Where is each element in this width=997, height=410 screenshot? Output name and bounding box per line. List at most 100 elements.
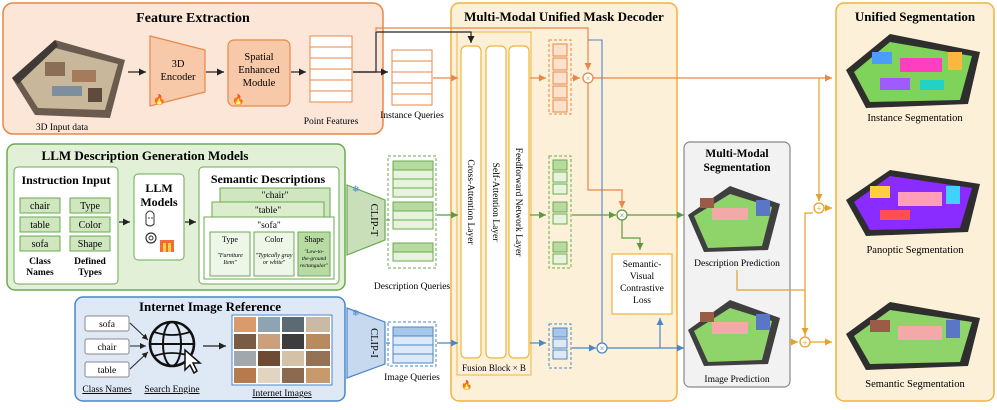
defined-types-caption-1: Defined	[74, 257, 106, 267]
instance-segmentation-label: Instance Segmentation	[867, 113, 963, 124]
contrastive-loss-2: Visual	[630, 272, 655, 282]
clip-t-label: CLIP-T	[368, 204, 379, 237]
class-names-caption-1: Class	[29, 257, 51, 267]
search-engine-caption: Search Engine	[144, 385, 199, 395]
type-chip-shape: Shape	[78, 239, 103, 250]
svg-text:×: ×	[619, 211, 624, 221]
feature-extraction-title: Feature Extraction	[136, 11, 250, 26]
description-queries-label: Description Queries	[374, 282, 451, 292]
sofa-color-head: Color	[265, 235, 284, 244]
sem-label-1: Spatial	[244, 52, 273, 63]
3d-encoder-block	[149, 35, 206, 107]
ffn-layer	[508, 45, 530, 359]
internet-image-panel: Internet Image Reference sofa chair tabl…	[74, 296, 346, 402]
contrastive-loss-3: Contrastive	[620, 284, 664, 294]
cursor-icon	[184, 348, 203, 375]
sofa-color-text-1: "Typically gray	[256, 253, 293, 259]
sofa-type-text-1: "Furniture	[217, 253, 243, 259]
type-chip-type: Type	[80, 201, 100, 212]
llm-panel-title: LLM Description Generation Models	[42, 148, 249, 163]
mm-seg-title-1: Multi-Modal	[705, 148, 768, 160]
card-sofa-label: "sofa"	[257, 220, 281, 231]
query-chair: chair	[98, 343, 118, 353]
contrastive-loss-1: Semantic-	[623, 260, 662, 270]
sofa-shape-text-3: rectangular"	[300, 263, 329, 269]
svg-text:×: ×	[585, 74, 590, 84]
encoder-label-2: Encoder	[161, 72, 196, 83]
sem-label-3: Module	[243, 78, 276, 89]
self-attention-layer	[485, 45, 507, 359]
spatial-enhanced-module	[227, 39, 291, 107]
svg-text:×: ×	[599, 344, 604, 354]
llama-icon	[145, 210, 155, 227]
encoder-label-1: 3D	[172, 59, 185, 70]
unified-segmentation-panel: Unified Segmentation Instance Segmentati…	[835, 2, 995, 402]
multimodal-segmentation-panel: Multi-Modal Segmentation Description Pre…	[683, 141, 791, 388]
flame-icon: 🔥	[461, 379, 472, 390]
fusion-block-label: Fusion Block × B	[462, 363, 526, 373]
cross-attention-layer	[460, 45, 482, 359]
semantic-segmentation-label: Semantic Segmentation	[865, 379, 965, 390]
class-chip-sofa: sofa	[32, 239, 49, 250]
semantic-segmentation-scene	[846, 302, 980, 370]
instance-segmentation-scene	[846, 34, 980, 108]
feature-extraction-panel: Feature Extraction 3D Input data 3D Enco…	[2, 2, 384, 135]
input-data-label: 3D Input data	[36, 123, 89, 133]
contrastive-loss-4: Loss	[633, 296, 651, 306]
class-names-caption-2: Names	[26, 268, 54, 278]
ffn-label: Feedforward Network Layer	[513, 148, 524, 258]
defined-types-caption-2: Types	[78, 268, 102, 278]
sofa-shape-text-2: the-ground	[302, 256, 326, 262]
flame-icon: 🔥	[153, 93, 165, 106]
image-prediction-label: Image Prediction	[704, 375, 769, 385]
3d-input-scene	[12, 40, 125, 118]
class-chip-chair: chair	[30, 201, 51, 212]
unified-title: Unified Segmentation	[855, 9, 976, 24]
query-sofa: sofa	[99, 319, 116, 330]
openai-icon	[145, 232, 157, 244]
image-prediction-scene	[688, 300, 780, 366]
snowflake-icon: ❄	[352, 184, 360, 194]
contrastive-loss-box	[611, 253, 673, 315]
card-table-label: "table"	[255, 206, 281, 216]
cross-attention-label: Cross-Attention Layer	[465, 159, 475, 245]
flame-icon: 🔥	[232, 93, 244, 106]
instance-queries-stack	[391, 49, 433, 106]
semantic-descriptions-title: Semantic Descriptions	[211, 172, 326, 186]
self-attention-label: Self-Attention Layer	[490, 163, 501, 243]
decoder-title: Multi-Modal Unified Mask Decoder	[464, 9, 664, 24]
internet-images-caption: Internet Images	[252, 389, 312, 399]
snowflake-icon: ❄	[352, 308, 360, 318]
card-chair-label: "chair"	[262, 191, 289, 201]
sem-label-2: Enhanced	[238, 65, 280, 76]
svg-text:+: +	[802, 338, 807, 348]
sofa-shape-head: Shape	[304, 235, 324, 244]
instance-queries-label: Instance Queries	[380, 111, 444, 121]
sofa-type-text-2: Item"	[222, 260, 237, 266]
mm-seg-title-2: Segmentation	[703, 162, 771, 174]
panoptic-segmentation-label: Panoptic Segmentation	[866, 245, 964, 256]
class-names-caption: Class Names	[82, 385, 132, 395]
image-queries-label: Image Queries	[384, 373, 440, 383]
class-chip-table: table	[30, 220, 50, 231]
query-table: table	[98, 366, 116, 376]
clip-i-encoder	[346, 307, 386, 379]
type-chip-color: Color	[79, 220, 102, 231]
instruction-input-title: Instruction Input	[21, 173, 110, 187]
point-features-label: Point Features	[304, 117, 359, 127]
sofa-color-text-2: or white"	[263, 260, 286, 266]
panoptic-segmentation-scene	[846, 170, 980, 236]
llm-label-1: LLM	[145, 181, 172, 195]
mask-decoder-panel: Multi-Modal Unified Mask Decoder Cross-A…	[450, 2, 678, 402]
description-prediction-scene	[688, 186, 780, 252]
clip-t-encoder	[346, 184, 386, 256]
internet-image-grid	[231, 314, 333, 386]
description-queries-stack	[387, 155, 437, 269]
internet-panel-title: Internet Image Reference	[139, 299, 281, 314]
svg-text:+: +	[816, 204, 821, 214]
description-prediction-label: Description Prediction	[694, 259, 780, 269]
clip-i-label: CLIP-I	[368, 328, 379, 358]
sofa-type-head: Type	[222, 235, 238, 244]
llm-description-panel: LLM Description Generation Models Instru…	[6, 143, 346, 291]
